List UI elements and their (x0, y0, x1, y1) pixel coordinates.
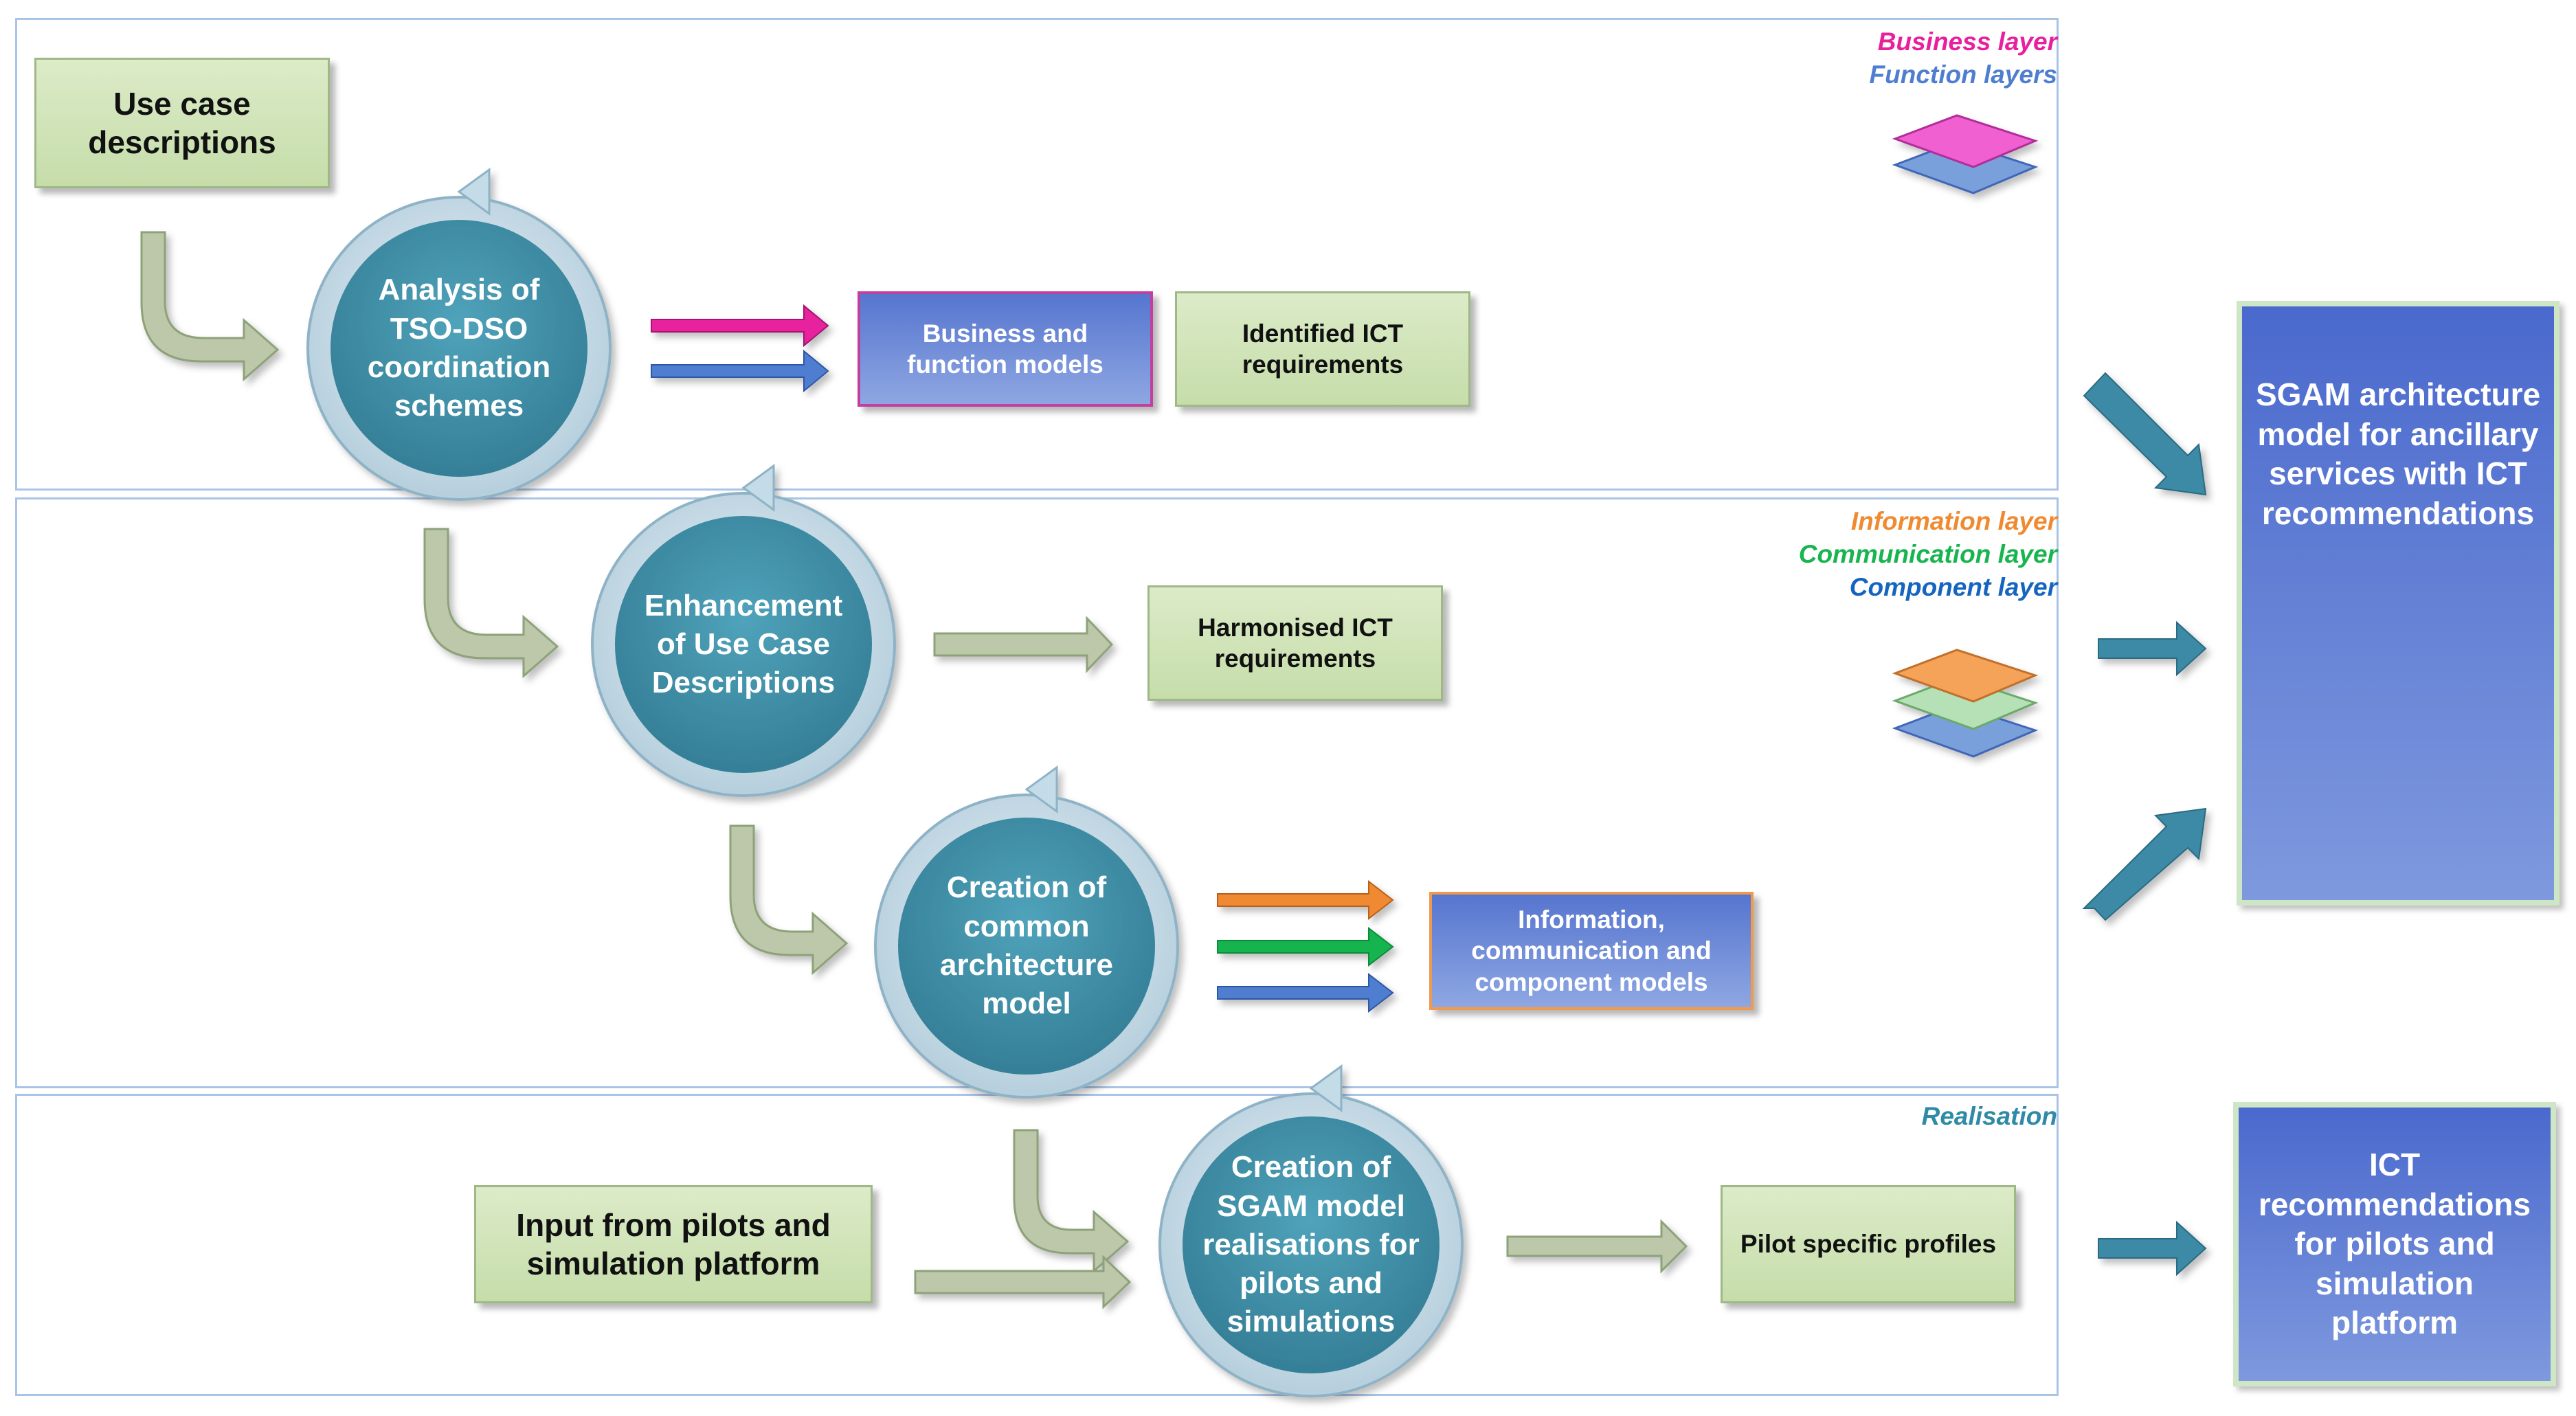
flow-arrow-to-pilot-profiles (1506, 1219, 1688, 1274)
information-layer-label: Information layer (1850, 507, 2057, 535)
flow-arrow-usecase-to-analysis (140, 231, 280, 382)
enhancement-circle (591, 464, 896, 797)
creation-common-step-label: Creation of common architecture model (940, 870, 1113, 1021)
analysis-step-label: Analysis of TSO-DSO coordination schemes (367, 273, 551, 423)
result-arrow-realisation-to-ict (2098, 1220, 2207, 1277)
creation-sgam-circle (1158, 1064, 1464, 1397)
info-comm-component-models-box: Information, communication and component… (1429, 892, 1754, 1010)
component-layer-label: Component layer (1849, 573, 2057, 601)
flow-arrow-analysis-to-enhancement (423, 528, 559, 679)
result-arrow-business-to-sgam (2083, 372, 2207, 496)
use-case-descriptions-box: Use case descriptions (34, 58, 330, 188)
component-layer-arrow (1217, 972, 1394, 1013)
business-function-models-box: Business and function models (858, 291, 1153, 407)
result-arrow-info-to-sgam (2098, 620, 2207, 677)
sgam-architecture-output-text: SGAM architecture model for ancillary se… (2255, 377, 2541, 531)
harmonised-ict-requirements-box: Harmonised ICT requirements (1147, 585, 1443, 701)
sgam-architecture-output-box: SGAM architecture model for ancillary se… (2237, 301, 2560, 906)
result-arrow-component-to-sgam (2082, 807, 2207, 921)
info-comm-component-layer-stack (1892, 649, 2039, 758)
creation-sgam-step-label: Creation of SGAM model realisations for … (1202, 1150, 1420, 1339)
function-layers-label: Function layers (1869, 60, 2057, 89)
business-layer-arrow (651, 304, 829, 348)
pilot-specific-profiles-box: Pilot specific profiles (1721, 1185, 2016, 1303)
enhancement-step-label: Enhancement of Use Case Descriptions (644, 588, 843, 700)
creation-common-circle (874, 765, 1179, 1099)
communication-layer-label: Communication layer (1798, 540, 2057, 568)
realisation-label: Realisation (1921, 1102, 2057, 1130)
identified-ict-requirements-box: Identified ICT requirements (1175, 291, 1470, 407)
flow-arrow-creation-to-sgam (1013, 1129, 1130, 1274)
analysis-circle (306, 168, 612, 501)
business-function-layer-stack (1892, 114, 2039, 194)
function-layer-arrow (651, 349, 829, 393)
ict-recommendations-output-box: ICT recommendations for pilots and simul… (2233, 1102, 2556, 1386)
business-layer-label: Business layer (1877, 27, 2057, 56)
flow-arrow-enhancement-to-creation (729, 824, 849, 976)
communication-layer-arrow (1217, 926, 1394, 967)
information-layer-arrow (1217, 879, 1394, 921)
input-from-pilots-box: Input from pilots and simulation platfor… (474, 1185, 873, 1303)
flow-arrow-input-to-sgam (914, 1255, 1132, 1310)
flow-arrow-to-harmonised (933, 616, 1114, 673)
